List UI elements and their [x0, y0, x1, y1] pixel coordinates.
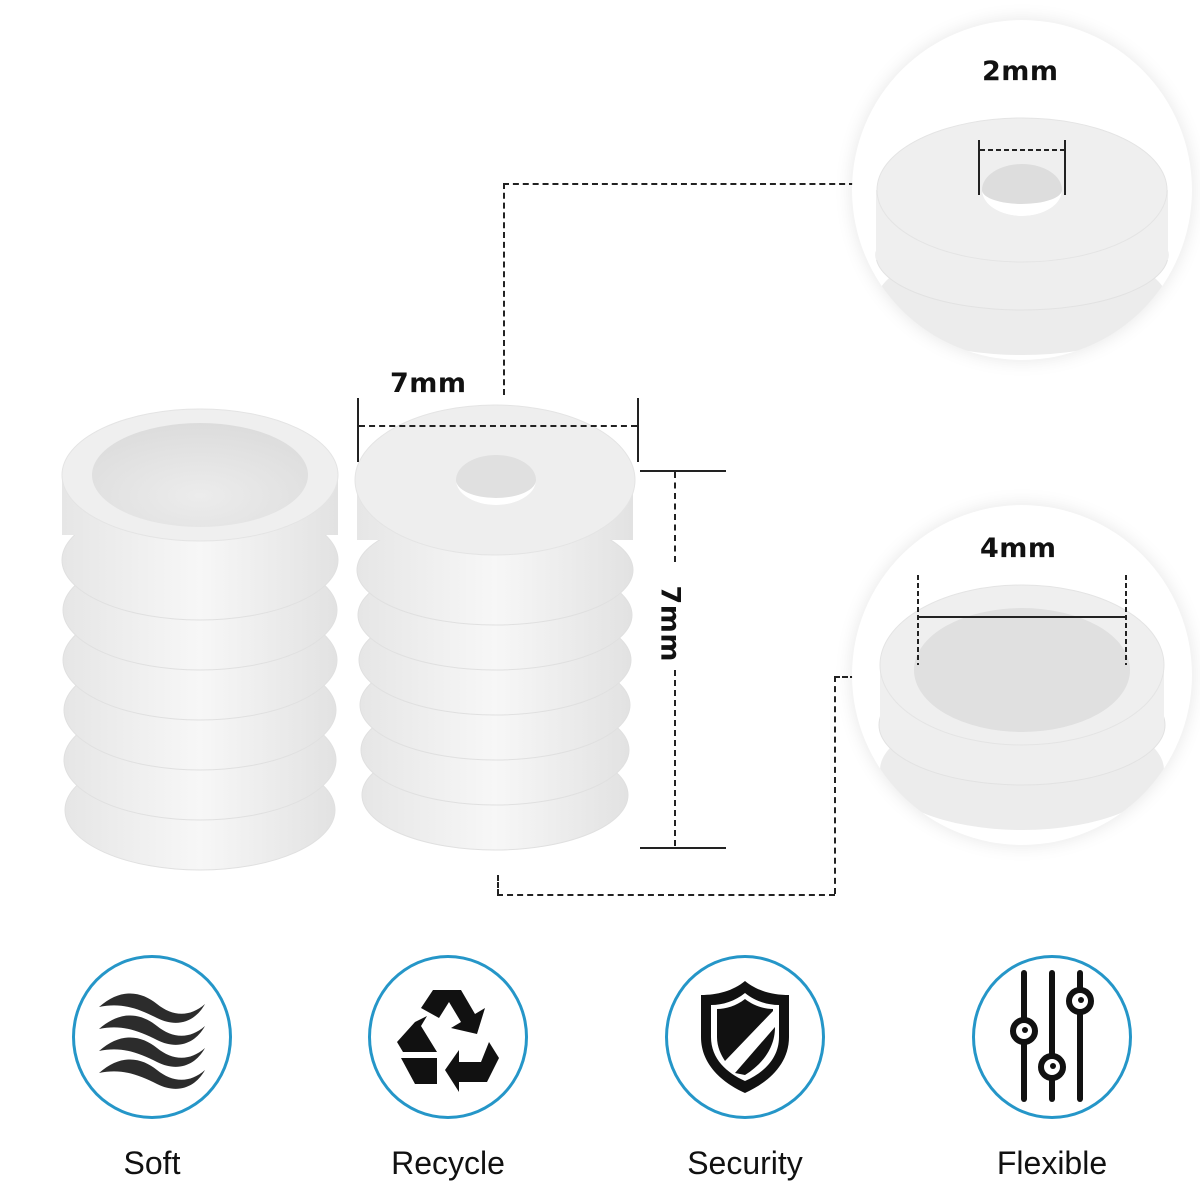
feature-soft: Soft — [62, 955, 242, 1182]
large-hole-dimension-label: 4mm — [980, 533, 1057, 564]
feature-ring — [72, 955, 232, 1119]
feature-security: Security — [655, 955, 835, 1182]
sliders-icon — [1010, 970, 1094, 1102]
small-hole-closeup — [875, 117, 1169, 355]
height-dim-line-bottom — [674, 670, 676, 846]
feature-recycle: Recycle — [358, 955, 538, 1182]
feature-label-recycle: Recycle — [391, 1145, 505, 1181]
feature-ring — [368, 955, 528, 1119]
height-dim-line-top — [674, 472, 676, 562]
product-bellow-small-hole — [354, 404, 636, 851]
waves-icon — [99, 993, 205, 1089]
connector-top-vertical — [503, 183, 505, 395]
connector-top-horizontal — [503, 183, 855, 185]
height-dimension-label: 7mm — [654, 585, 686, 663]
shield-icon — [701, 981, 789, 1093]
feature-ring — [972, 955, 1132, 1119]
detail-circle-large-hole: 4mm — [852, 505, 1192, 845]
feature-label-security: Security — [687, 1145, 803, 1181]
connector-bottom-vertical-left — [497, 875, 499, 895]
connector-bottom-horizontal — [497, 894, 835, 896]
width-dimension-label: 7mm — [390, 368, 467, 399]
detail-circle-small-hole: 2mm — [852, 20, 1192, 360]
width-dim-left-tick — [357, 398, 359, 462]
product-bellow-open — [61, 408, 339, 871]
height-dim-bottom-tick — [640, 847, 726, 849]
width-dim-line — [359, 425, 637, 427]
width-dim-right-tick — [637, 398, 639, 462]
feature-label-flexible: Flexible — [996, 1145, 1108, 1181]
height-dim-top-tick — [640, 470, 726, 472]
recycle-icon — [397, 990, 499, 1092]
large-hole-closeup — [878, 575, 1166, 830]
small-hole-dimension-label: 2mm — [982, 56, 1059, 87]
feature-label-soft: Soft — [123, 1145, 181, 1181]
feature-flexible: Flexible — [962, 955, 1142, 1182]
feature-ring — [665, 955, 825, 1119]
connector-bottom-to-circle — [834, 676, 856, 678]
connector-bottom-vertical-right — [834, 676, 836, 894]
